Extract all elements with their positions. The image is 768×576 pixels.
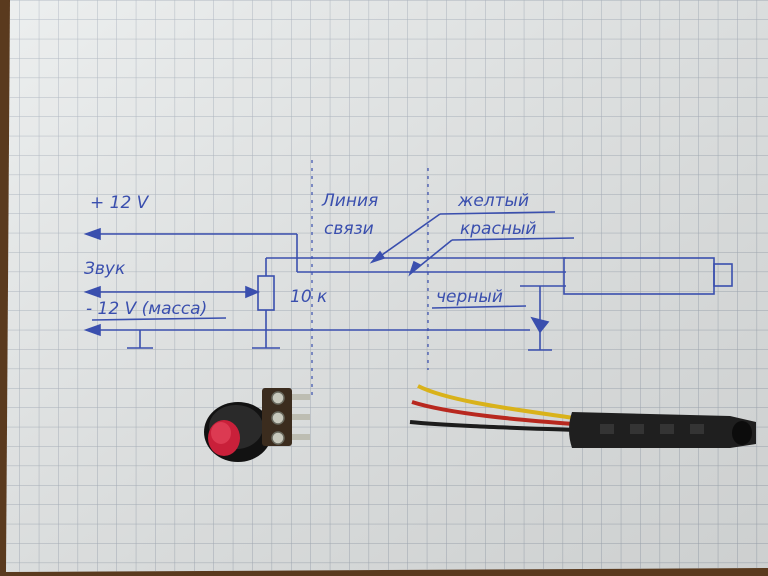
label-plus-12v: + 12 V (90, 193, 150, 213)
label-minus-12v: - 12 V (масса) (86, 299, 207, 319)
label-zvuk: Звук (84, 259, 126, 279)
label-resistor: 10 к (290, 287, 328, 307)
label-liniya: Линия (321, 191, 378, 211)
wired-module-photo (409, 384, 756, 448)
label-red: красный (460, 219, 536, 239)
graph-paper-sheet (6, 0, 768, 572)
label-svyazi: связи (324, 219, 374, 239)
label-black: черный (436, 287, 503, 307)
label-yellow: желтый (457, 191, 529, 211)
potentiometer-photo (204, 388, 310, 462)
dotted-boundaries (311, 160, 429, 400)
schematic-lines (83, 211, 733, 351)
